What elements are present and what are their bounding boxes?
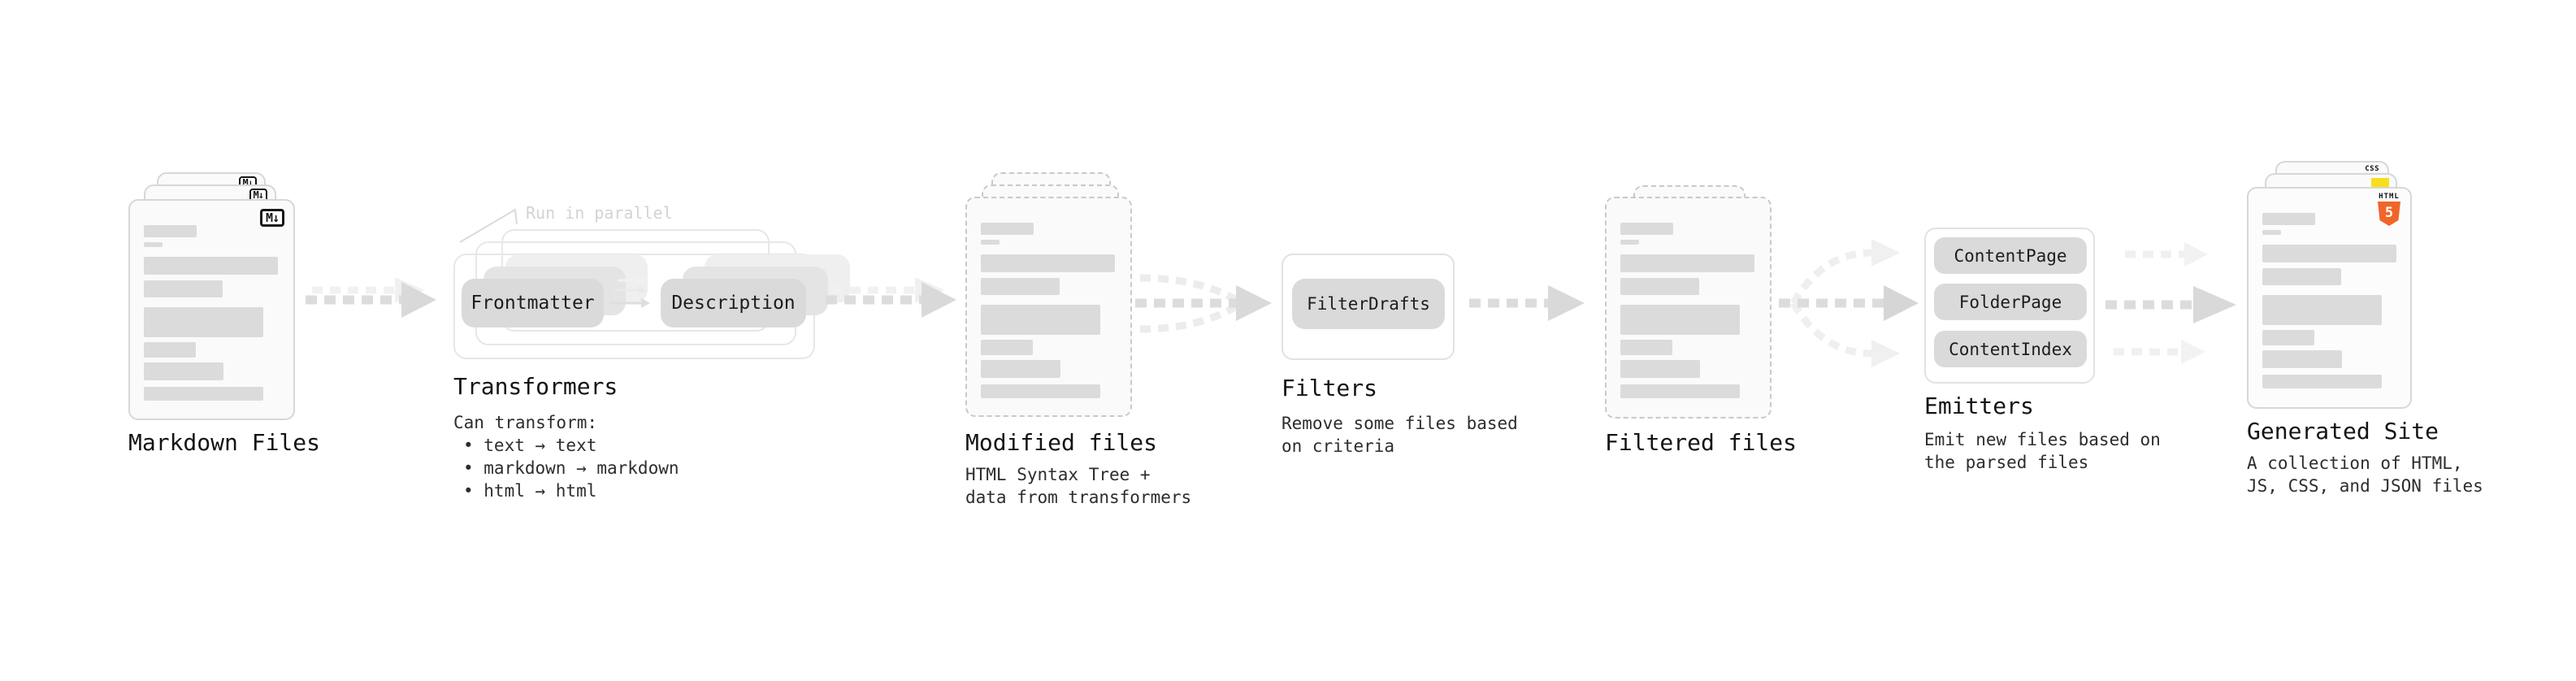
caption-line: JS, CSS, and JSON files (2247, 476, 2483, 496)
transform-bullet: • markdown → markdown (463, 458, 679, 478)
generated-html-file-card: HTML 5 (2247, 187, 2412, 409)
annotation-leader-line (459, 208, 518, 243)
js-icon (2371, 178, 2389, 189)
caption-line: on criteria (1281, 436, 1395, 456)
html5-icon-text: HTML (2379, 193, 2400, 201)
parallel-transform-arrows (609, 276, 650, 308)
markdown-files-label: Markdown Files (128, 429, 321, 456)
emitter-node-folderpage: FolderPage (1934, 284, 2087, 320)
document-content-placeholder (981, 223, 1115, 398)
emitter-node-contentindex: ContentIndex (1934, 331, 2087, 367)
flow-arrow-merge-to-filters (1135, 274, 1272, 333)
caption-line: data from transformers (965, 488, 1192, 507)
html5-icon: HTML 5 (2377, 193, 2401, 226)
filters-caption: Remove some files based on criteria (1281, 412, 1518, 458)
transformer-node-description: Description (661, 279, 806, 327)
filter-node-filterdrafts: FilterDrafts (1292, 279, 1445, 329)
flow-arrows-emitters-to-generated (2105, 242, 2236, 364)
document-content-placeholder (144, 225, 278, 401)
filters-heading: Filters (1281, 375, 1378, 401)
generated-site-label: Generated Site (2247, 418, 2439, 445)
transformers-caption: Can transform: • text → text • markdown … (453, 411, 679, 502)
emitter-node-contentpage: ContentPage (1934, 237, 2087, 274)
modified-files-label: Modified files (965, 429, 1158, 456)
flow-arrow-filters-to-filtered (1469, 285, 1585, 321)
emitters-caption: Emit new files based on the parsed files (1924, 428, 2161, 474)
generated-site-caption: A collection of HTML, JS, CSS, and JSON … (2247, 452, 2483, 497)
emitters-heading: Emitters (1924, 393, 2034, 419)
transformer-node-frontmatter: Frontmatter (462, 279, 604, 327)
caption-line: Remove some files based (1281, 414, 1518, 433)
transformers-heading: Transformers (453, 373, 618, 400)
caption-line: the parsed files (1924, 453, 2089, 472)
document-content-placeholder (1620, 223, 1754, 398)
document-content-placeholder (2262, 213, 2396, 388)
caption-line: A collection of HTML, (2247, 453, 2463, 473)
markdown-icon: M↓ (249, 189, 267, 202)
flow-arrow-fork-to-emitters (1779, 239, 1919, 367)
modified-files-caption: HTML Syntax Tree + data from transformer… (965, 463, 1191, 509)
markdown-icon: M↓ (259, 209, 284, 227)
filtered-files-label: Filtered files (1605, 429, 1798, 456)
transform-bullet: • html → html (463, 481, 597, 501)
markdown-file-card: M↓ (128, 199, 295, 420)
caption-line: HTML Syntax Tree + (965, 465, 1151, 484)
transform-bullet: • text → text (463, 436, 597, 455)
flow-arrow-markdown-to-transformers (306, 277, 436, 318)
filtered-file-card (1605, 197, 1772, 419)
run-in-parallel-annotation: Run in parallel (526, 203, 673, 223)
caption-line: Emit new files based on (1924, 430, 2161, 449)
flow-arrow-transformers-to-modified (826, 277, 956, 318)
modified-file-card (965, 197, 1132, 417)
can-transform-title: Can transform: (453, 413, 598, 432)
